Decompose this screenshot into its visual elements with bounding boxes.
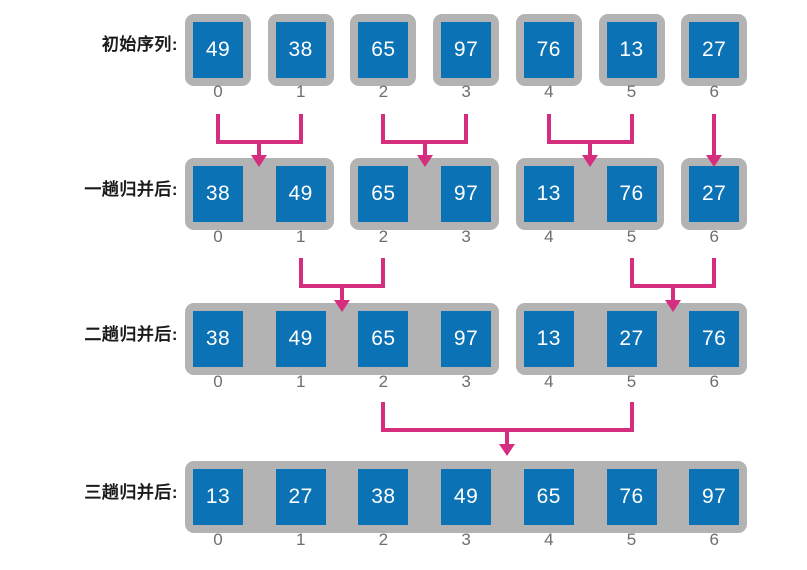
row-label-2: 一趟归并后: (84, 180, 178, 199)
merge-arrow-right-leg (464, 114, 469, 144)
merge-arrow-bar (216, 140, 303, 144)
index-row3-1: 1 (295, 372, 306, 391)
index-row2-4: 4 (544, 227, 554, 246)
merge-arrow-right-leg (298, 114, 303, 144)
merge-arrow-head-icon (706, 155, 723, 167)
merge-arrow-stem (340, 288, 345, 300)
merge-arrow-right-leg (629, 402, 634, 432)
index-row2-0: 0 (213, 227, 223, 246)
cell-row4-col2: 38 (358, 469, 409, 525)
index-row4-4: 4 (544, 530, 554, 549)
cell-row3-col3: 97 (441, 311, 492, 367)
index-row3-0: 0 (213, 372, 223, 391)
cell-row2-col2: 65 (358, 166, 409, 222)
merge-arrow-stem (422, 144, 427, 155)
index-row3-4: 4 (544, 372, 554, 391)
index-row1-0: 0 (213, 82, 223, 101)
index-row2-2: 2 (378, 227, 389, 246)
merge-arrow-left-leg (546, 114, 551, 144)
cell-row2-col4: 13 (523, 166, 574, 222)
merge-arrow-stem (712, 114, 717, 155)
merge-arrow-head-icon (416, 155, 433, 167)
merge-arrow-bar (381, 140, 469, 144)
index-row2-6: 6 (709, 227, 719, 246)
index-row4-0: 0 (213, 530, 223, 549)
merge-arrow-stem (257, 144, 262, 155)
merge-arrow-stem (505, 432, 510, 444)
cell-row3-col5: 27 (606, 311, 657, 367)
cell-row4-col1: 27 (275, 469, 326, 525)
merge-arrow-right-leg (712, 258, 717, 288)
index-row1-5: 5 (626, 82, 637, 101)
cell-row1-col4: 76 (523, 22, 574, 78)
row-label-1: 初始序列: (101, 35, 178, 54)
merge-arrow-stem (670, 288, 675, 300)
index-row4-6: 6 (709, 530, 719, 549)
merge-arrow-left-leg (216, 114, 220, 144)
index-row1-1: 1 (295, 82, 306, 101)
cell-row3-col1: 49 (275, 311, 326, 367)
row-label-4: 三趟归并后: (84, 483, 178, 502)
merge-arrow-left-leg (381, 114, 386, 144)
index-row4-1: 1 (295, 530, 306, 549)
index-row1-4: 4 (544, 82, 554, 101)
merge-arrow-head-icon (251, 155, 268, 167)
merge-arrow-left-leg (298, 258, 303, 288)
cell-row2-col6: 27 (689, 166, 740, 222)
merge-arrow-bar (629, 284, 717, 288)
index-row2-1: 1 (295, 227, 306, 246)
cell-row4-col3: 49 (441, 469, 492, 525)
merge-arrow-head-icon (582, 155, 599, 167)
cell-row1-col1: 38 (275, 22, 326, 78)
cell-row1-col0: 49 (193, 22, 243, 78)
cell-row4-col0: 13 (193, 469, 243, 525)
cell-row1-col3: 97 (441, 22, 492, 78)
merge-arrow-head-icon (499, 444, 516, 456)
row-label-3: 二趟归并后: (84, 325, 178, 344)
cell-row3-col0: 38 (193, 311, 243, 367)
merge-arrow-head-icon (664, 300, 681, 312)
index-row2-5: 5 (626, 227, 637, 246)
cell-row1-col2: 65 (358, 22, 409, 78)
cell-row4-col4: 65 (523, 469, 574, 525)
cell-row2-col0: 38 (193, 166, 243, 222)
index-row1-6: 6 (709, 82, 719, 101)
index-row3-5: 5 (626, 372, 637, 391)
cell-row1-col6: 27 (689, 22, 740, 78)
cell-row3-col4: 13 (523, 311, 574, 367)
cell-row1-col5: 13 (606, 22, 657, 78)
index-row1-3: 3 (461, 82, 471, 101)
index-row2-3: 3 (461, 227, 471, 246)
index-row4-3: 3 (461, 530, 471, 549)
merge-arrow-stem (588, 144, 593, 155)
merge-arrow-left-leg (629, 258, 634, 288)
cell-row4-col6: 97 (689, 469, 740, 525)
index-row4-5: 5 (626, 530, 637, 549)
merge-arrow-bar (546, 140, 634, 144)
index-row1-2: 2 (378, 82, 389, 101)
merge-arrow-head-icon (334, 300, 351, 312)
index-row4-2: 2 (378, 530, 389, 549)
cell-row2-col3: 97 (441, 166, 492, 222)
cell-row2-col1: 49 (275, 166, 326, 222)
merge-arrow-bar (298, 284, 386, 288)
index-row3-6: 6 (709, 372, 719, 391)
cell-row3-col2: 65 (358, 311, 409, 367)
index-row3-2: 2 (378, 372, 389, 391)
merge-arrow-right-leg (381, 258, 386, 288)
merge-arrow-bar (381, 428, 634, 432)
cell-row2-col5: 76 (606, 166, 657, 222)
index-row3-3: 3 (461, 372, 471, 391)
merge-arrow-right-leg (629, 114, 634, 144)
merge-arrow-left-leg (381, 402, 386, 432)
cell-row4-col5: 76 (606, 469, 657, 525)
cell-row3-col6: 76 (689, 311, 740, 367)
